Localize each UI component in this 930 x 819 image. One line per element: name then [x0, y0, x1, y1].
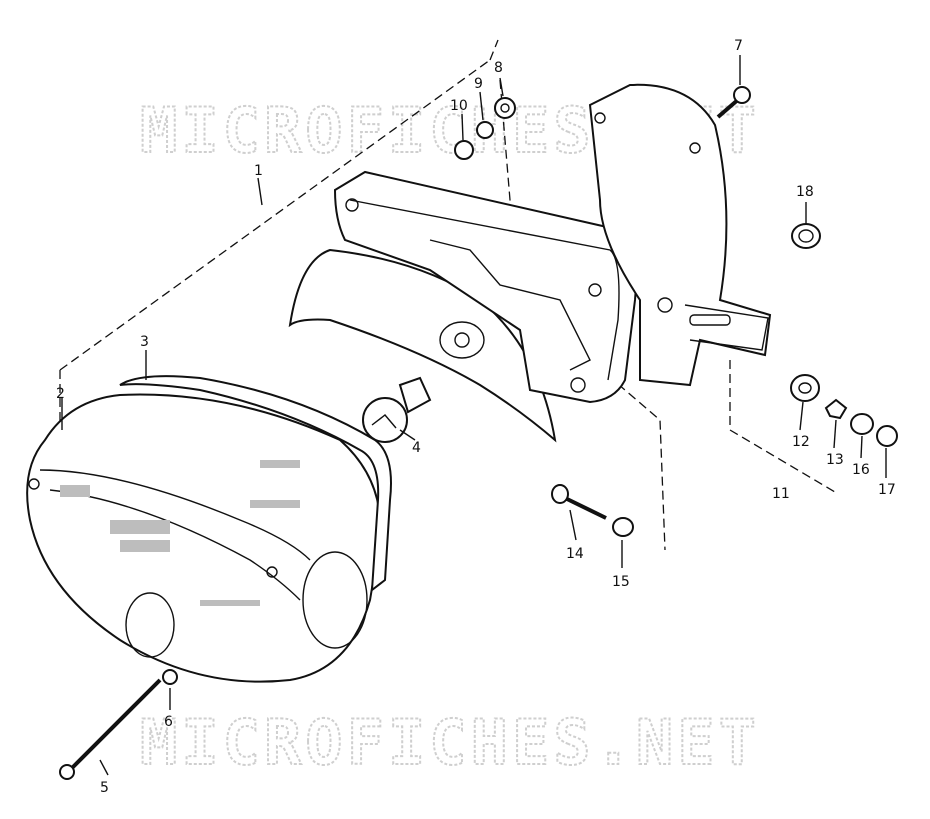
assembly-line-8 [499, 79, 666, 551]
callout-16: 16 [852, 462, 870, 478]
tail-lens [26, 393, 382, 683]
callout-6: 6 [164, 714, 173, 730]
long-screw [59, 678, 162, 780]
callout-5: 5 [100, 780, 109, 796]
callout-8: 8 [494, 60, 503, 76]
callout-9: 9 [474, 76, 483, 92]
watermark-bottom: MICROFICHES.NET [140, 706, 760, 779]
callout-3: 3 [140, 334, 149, 350]
grommet-18 [791, 223, 821, 249]
mounting-bracket [588, 83, 772, 387]
washer-6 [162, 669, 178, 685]
lock-washer-9 [476, 121, 494, 139]
washer-16 [850, 413, 874, 435]
callout-13: 13 [826, 452, 844, 468]
lens-gasket [119, 375, 392, 593]
callout-10: 10 [450, 98, 468, 114]
reflector [288, 248, 557, 443]
screw-14 [551, 484, 607, 520]
leader-lines [61, 55, 887, 776]
callout-17: 17 [878, 482, 896, 498]
callout-1: 1 [254, 163, 263, 179]
spacer-13 [824, 398, 848, 420]
callout-14: 14 [566, 546, 584, 562]
bulb [362, 376, 432, 443]
screw-7 [716, 86, 751, 119]
callout-12: 12 [792, 434, 810, 450]
collar-12 [790, 374, 820, 402]
washer-8 [494, 97, 516, 119]
washer-15 [612, 517, 634, 537]
assembly-bracket-11 [729, 360, 836, 493]
callout-7: 7 [734, 38, 743, 54]
callout-11: 11 [772, 486, 790, 502]
callout-4: 4 [412, 440, 421, 456]
nut-17 [876, 425, 898, 447]
callout-18: 18 [796, 184, 814, 200]
callout-15: 15 [612, 574, 630, 590]
callout-2: 2 [56, 386, 65, 402]
nut-10 [454, 140, 474, 160]
